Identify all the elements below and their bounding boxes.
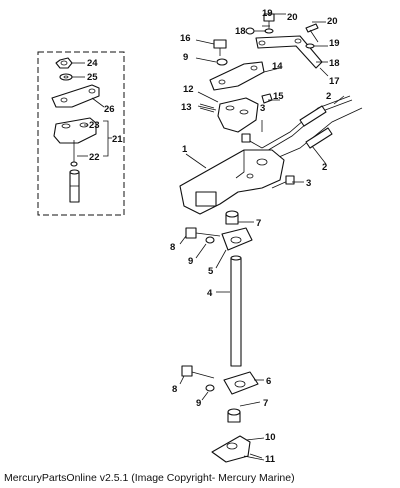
callout-24: 24: [87, 58, 98, 69]
nut-15: [261, 93, 273, 104]
screw-19-20-right: [305, 23, 319, 49]
callout-19-top: 19: [262, 8, 273, 19]
callout-18-right: 18: [329, 58, 340, 69]
inset-detail-box: [37, 51, 125, 216]
callout-3-upper: 3: [260, 103, 265, 114]
screw-19-20-left: [263, 13, 275, 34]
leader-lines: [179, 13, 345, 441]
main-bracket-1: [179, 149, 285, 215]
callout-8-lower: 8: [172, 384, 177, 395]
inset-nut-24: [55, 57, 73, 69]
callout-14: 14: [272, 61, 283, 72]
screw-11: [243, 453, 265, 461]
callout-22: 22: [89, 152, 100, 163]
callout-3-lower: 3: [306, 178, 311, 189]
callout-17: 17: [329, 76, 340, 87]
washer-9-top: [216, 58, 228, 66]
callout-26: 26: [104, 104, 115, 115]
callout-1: 1: [182, 144, 188, 155]
washer-9-lower: [205, 384, 215, 392]
callout-19-right: 19: [329, 38, 340, 49]
cam-plate-12: [217, 97, 259, 133]
callout-12: 12: [183, 84, 194, 95]
callout-16: 16: [180, 33, 191, 44]
screw-3-upper: [241, 133, 263, 149]
callout-25: 25: [87, 72, 98, 83]
callout-labels: 19 20 20 18 19 18 17 16 9 14 12 15 13 3 …: [87, 8, 340, 465]
bolt-8-lower: [181, 365, 215, 379]
callout-5: 5: [208, 266, 214, 277]
washer-9-mid: [205, 236, 215, 244]
callout-11: 11: [265, 454, 276, 465]
callout-4: 4: [207, 288, 213, 299]
clamp-5-upper: [221, 227, 253, 251]
clamp-6-lower: [223, 371, 259, 395]
upper-link-assembly: [197, 13, 323, 133]
screw-13: [197, 103, 217, 113]
shaft-4: [230, 255, 242, 367]
bolt-16: [213, 39, 227, 56]
callout-23: 23: [89, 120, 100, 131]
bolt-8-upper: [185, 227, 221, 239]
callout-13: 13: [181, 102, 192, 113]
callout-15: 15: [273, 91, 284, 102]
inset-washer-25: [59, 73, 73, 81]
copyright-footer: MercuryPartsOnline v2.5.1 (Image Copyrig…: [4, 472, 295, 484]
nut-18: [245, 27, 255, 35]
callout-9-top: 9: [183, 52, 188, 63]
callout-18-left: 18: [235, 26, 246, 37]
callout-7-upper: 7: [256, 218, 261, 229]
callout-9-lower: 9: [196, 398, 201, 409]
callout-2-lower: 2: [322, 162, 327, 173]
callout-8-upper: 8: [170, 242, 175, 253]
cam-10: [211, 435, 251, 463]
callout-21: 21: [112, 134, 123, 145]
inset-bracket-26: [51, 84, 100, 108]
callout-20-right: 20: [327, 16, 338, 27]
callout-2-upper: 2: [326, 91, 331, 102]
throttle-cables-2: [261, 95, 363, 161]
callout-7-lower: 7: [263, 398, 268, 409]
inset-shaft: [69, 169, 80, 203]
callout-10: 10: [265, 432, 276, 443]
link-bar-17: [255, 35, 323, 69]
screw-3-lower: [271, 175, 295, 189]
callout-20-left: 20: [287, 12, 298, 23]
callout-6: 6: [266, 376, 271, 387]
bushing-7-lower: [227, 408, 241, 423]
bushing-7-upper: [225, 210, 239, 225]
callout-9-mid: 9: [188, 256, 193, 267]
